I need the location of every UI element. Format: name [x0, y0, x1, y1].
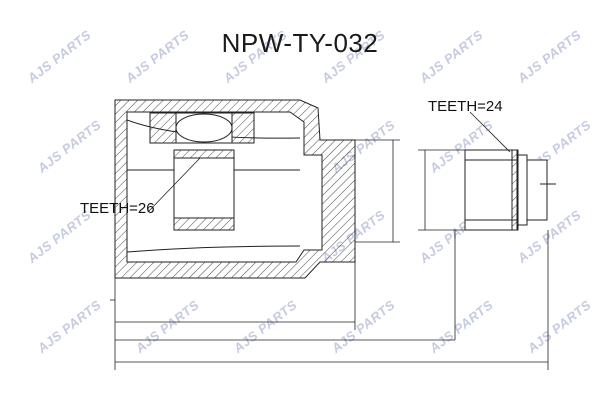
- svg-text:AJS PARTS: AJS PARTS: [328, 297, 398, 356]
- tripod-roller: [149, 112, 255, 231]
- teeth-inner-label: TEETH=26: [80, 200, 155, 217]
- ajs-parts-watermark: AJS PARTS: [328, 297, 398, 356]
- teeth-outer-label: TEETH=24: [428, 98, 503, 115]
- svg-text:AJS PARTS: AJS PARTS: [34, 297, 104, 356]
- part-number-title: NPW-TY-032: [221, 28, 379, 58]
- svg-text:AJS PARTS: AJS PARTS: [426, 297, 496, 356]
- svg-text:AJS PARTS: AJS PARTS: [230, 297, 300, 356]
- ajs-parts-watermark: AJS PARTS: [34, 297, 104, 356]
- ajs-parts-watermark: AJS PARTS: [34, 117, 104, 176]
- ajs-parts-watermark: AJS PARTS: [426, 297, 496, 356]
- svg-text:AJS PARTS: AJS PARTS: [524, 297, 594, 356]
- svg-text:AJS PARTS: AJS PARTS: [34, 117, 104, 176]
- svg-text:AJS PARTS: AJS PARTS: [132, 297, 202, 356]
- dimension-lines: [110, 111, 549, 370]
- ajs-parts-watermark: AJS PARTS: [132, 297, 202, 356]
- ajs-parts-watermark: AJS PARTS: [524, 297, 594, 356]
- stub-shaft: [464, 149, 548, 231]
- ajs-parts-watermark: AJS PARTS: [230, 297, 300, 356]
